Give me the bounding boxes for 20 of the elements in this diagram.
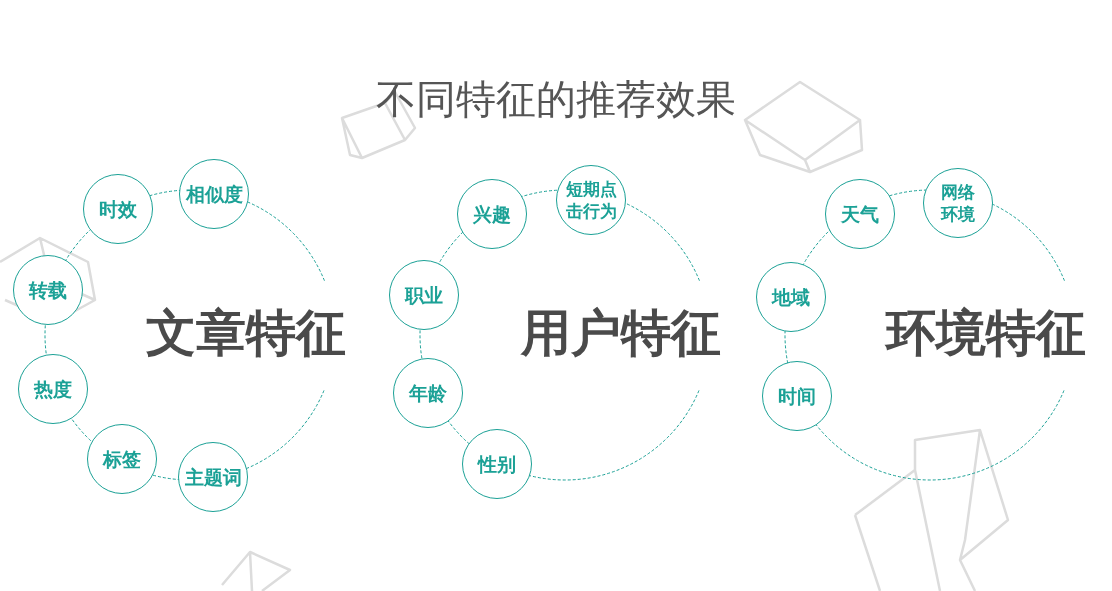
feature-label: 相似度 — [185, 181, 243, 207]
feature-label: 热度 — [34, 376, 72, 402]
group-heading: 用户特征 — [521, 308, 721, 358]
group-heading: 环境特征 — [886, 308, 1086, 358]
diagram-title: 不同特征的推荐效果 — [376, 75, 736, 124]
feature-label: 网络环境 — [940, 180, 976, 226]
feature-label: 转载 — [29, 277, 67, 303]
feature-label: 职业 — [405, 282, 443, 308]
feature-label: 年龄 — [409, 380, 447, 406]
feature-label: 兴趣 — [473, 201, 511, 227]
feature-label: 性别 — [478, 451, 516, 477]
feature-label: 地域 — [772, 284, 810, 310]
feature-label: 时效 — [99, 196, 137, 222]
group-heading: 文章特征 — [146, 308, 346, 358]
feature-circle — [13, 255, 83, 325]
feature-label: 短期点击行为 — [564, 177, 618, 223]
feature-label: 时间 — [778, 383, 816, 409]
feature-label: 主题词 — [184, 464, 242, 490]
feature-label: 标签 — [103, 446, 141, 472]
feature-label: 天气 — [841, 201, 879, 227]
